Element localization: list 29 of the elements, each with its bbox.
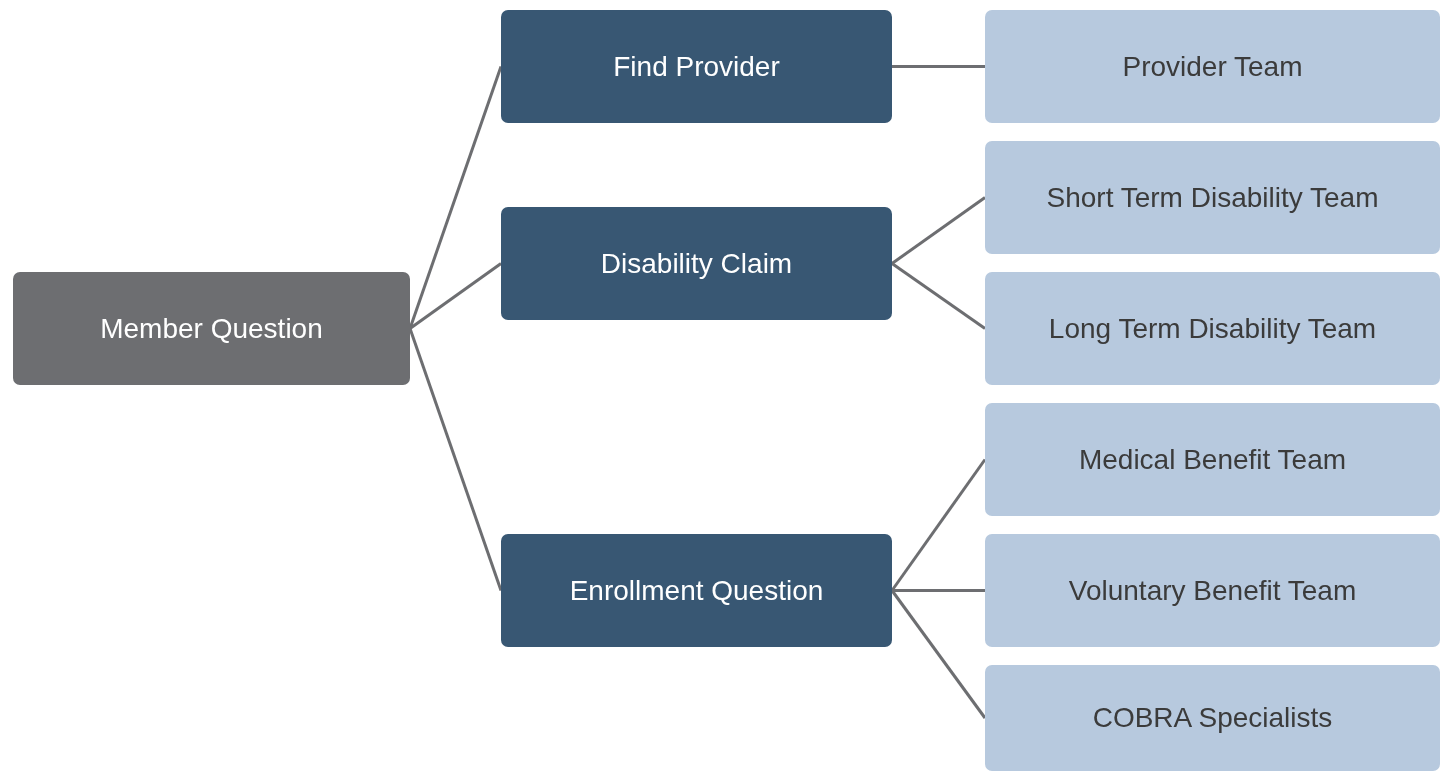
connector-line [408, 66, 503, 329]
connector-line [890, 589, 987, 719]
connector-line [891, 262, 986, 330]
team-box [985, 665, 1440, 771]
team-box [985, 403, 1440, 516]
team-box [985, 10, 1440, 123]
node-label: Provider Team [1122, 50, 1303, 83]
connector-line [892, 65, 985, 68]
node-label: Member Question [100, 312, 323, 345]
category-box [501, 207, 892, 320]
team-box [985, 141, 1440, 254]
category-box [501, 534, 892, 647]
category-box [501, 10, 892, 123]
node-label: Long Term Disability Team [1048, 312, 1377, 345]
node-label: Voluntary Benefit Team [1068, 574, 1357, 607]
connector-line [890, 458, 987, 592]
node-label: Find Provider [613, 50, 780, 83]
node-label: Enrollment Question [569, 574, 824, 607]
node-label: Short Term Disability Team [1046, 181, 1379, 214]
connector-line [891, 196, 986, 265]
node-label: COBRA Specialists [1092, 702, 1333, 734]
node-label: Disability Claim [600, 247, 793, 280]
connector-line [892, 589, 985, 592]
team-box [985, 272, 1440, 385]
node-label: Medical Benefit Team [1078, 443, 1347, 476]
connector-line [409, 262, 502, 330]
root-box [13, 272, 410, 385]
team-box [985, 534, 1440, 647]
connector-line [408, 328, 503, 591]
